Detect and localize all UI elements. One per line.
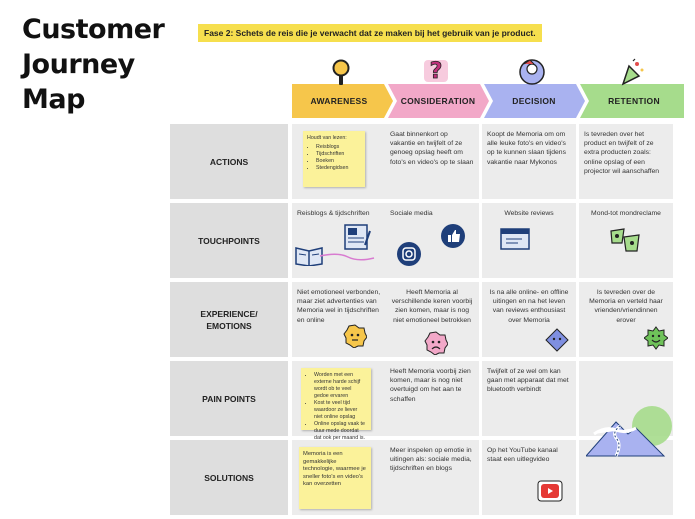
row-label-pain-points: PAIN POINTS (170, 361, 288, 436)
cell-pain-consideration: Heeft Memoria voorbij zien komen, maar i… (385, 361, 479, 436)
phase-label: Fase 2: Schets de reis die je verwacht d… (198, 24, 542, 42)
list-item: Stedengidsen (316, 165, 361, 172)
happy-face-icon (644, 326, 668, 350)
party-popper-icon (617, 58, 645, 86)
sticky-note-solutions-awareness: Memoria is een gemakkelijke technologie,… (299, 447, 371, 509)
sticky-title: Houdt van lezen: (307, 135, 347, 141)
cell-actions-decision: Koopt de Memoria om om alle leuke foto's… (482, 124, 576, 199)
cell-pain-decision: Twijfelt of ze wel om kan gaan met appar… (482, 361, 576, 436)
thumbs-up-icon (440, 223, 466, 249)
stage-retention: RETENTION (608, 96, 660, 106)
magnifier-icon (328, 58, 354, 86)
cell-actions-consideration: Gaat binnenkort op vakantie en twijfelt … (385, 124, 479, 199)
cell-solutions-consideration: Meer inspelen op emotie in uitingen als:… (385, 440, 479, 515)
winding-road-hill-icon (586, 404, 682, 460)
stage-arrow-consideration (388, 84, 489, 118)
stage-awareness: AWARENESS (310, 96, 368, 106)
list-item: Boeken (316, 158, 361, 165)
row-label-touchpoints: TOUCHPOINTS (170, 203, 288, 278)
cell-experience-awareness: Niet emotioneel verbonden, maar ziet adv… (292, 282, 386, 357)
chat-bubbles-icon (608, 227, 642, 257)
youtube-icon (537, 480, 563, 502)
pink-scribble-icon (318, 250, 376, 262)
title-line-1: Customer (22, 14, 165, 45)
stage-consideration: CONSIDERATION (400, 96, 476, 106)
browser-window-icon (500, 227, 530, 251)
row-label-actions: ACTIONS (170, 124, 288, 199)
open-book-icon (294, 244, 324, 266)
cell-solutions-decision: Op het YouTube kanaal staat een uitlegvi… (482, 440, 576, 515)
stage-decision: DECISION (512, 96, 556, 106)
sticky-note-actions-awareness: Houdt van lezen: Reisblogs Tijdschriften… (303, 131, 365, 187)
cell-touchpoints-awareness: Reisblogs & tijdschriften (292, 203, 386, 278)
page-title: Customer Journey Map (22, 12, 192, 117)
list-item: Online opslag vaak te duur mede doordat … (314, 421, 367, 442)
magazine-icon (343, 223, 371, 251)
row-label-solutions: SOLUTIONS (170, 440, 288, 515)
diamond-face-icon (545, 328, 569, 352)
svg-text:?: ? (430, 59, 443, 84)
instagram-icon (396, 241, 422, 267)
stage-arrows (292, 84, 684, 118)
cell-actions-retention: Is tevreden over het product en twijfelt… (579, 124, 673, 199)
stage-arrow-decision (484, 84, 585, 118)
list-item: Tijdschriften (316, 151, 361, 158)
cell-touchpoints-consideration: Sociale media (385, 203, 479, 278)
list-item: Worden met een externe harde schijf word… (314, 372, 367, 400)
title-line-3: Map (22, 84, 85, 115)
stage-arrow-awareness (292, 84, 393, 118)
sad-face-icon (424, 331, 448, 355)
list-item: Reisblogs (316, 144, 361, 151)
sticky-note-pain-awareness: Worden met een externe harde schijf word… (301, 368, 371, 441)
row-label-experience: EXPERIENCE/ EMOTIONS (170, 282, 288, 357)
stage-arrow-retention (580, 84, 684, 118)
list-item: Kost te veel tijd waardoor ze liever nie… (314, 400, 367, 421)
neutral-face-icon (343, 324, 367, 348)
thinking-head-icon (518, 58, 546, 86)
question-mark-icon: ? (422, 56, 450, 86)
title-line-2: Journey (22, 49, 135, 80)
